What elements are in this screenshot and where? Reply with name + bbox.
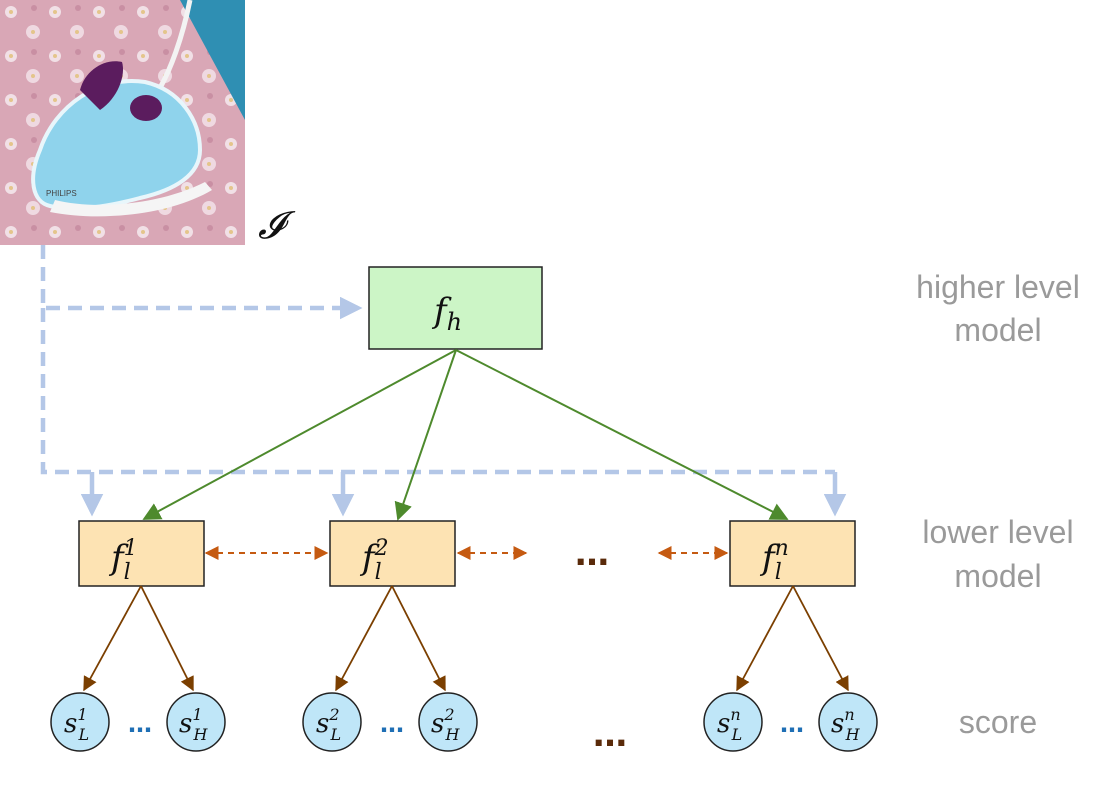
- brown-arrow-2-low: [335, 585, 393, 692]
- score-node-2-low: [302, 692, 362, 752]
- iron-dial: [130, 95, 162, 121]
- green-arrow-2: [394, 349, 457, 521]
- score-1-low-base: s: [64, 709, 77, 739]
- score-1-high-sub: H: [193, 725, 209, 744]
- score-node-1-low: [50, 692, 110, 752]
- score-node-2-high: [418, 692, 478, 752]
- input-to-higher-arrow: [40, 245, 363, 320]
- lower-level-label-line-1: lower level: [922, 514, 1073, 550]
- photo-brand-text: PHILIPS: [46, 189, 77, 198]
- lower-peer-arrows: …: [204, 534, 729, 574]
- lower-level-label-line-2: model: [954, 558, 1041, 594]
- iron-handle: [80, 61, 124, 110]
- score-2-low-sup: 2: [328, 705, 339, 724]
- brown-arrow-1-high: [140, 585, 194, 692]
- score-middle-ellipsis: …: [593, 715, 627, 755]
- brown-arrow-1-low: [83, 585, 142, 692]
- level-labels: higher level model lower level model sco…: [916, 269, 1080, 740]
- score-label: score: [959, 704, 1037, 740]
- lower-box-2-rect: [329, 520, 456, 587]
- iron-soleplate: [50, 182, 212, 217]
- score-2-ellipsis: …: [380, 710, 404, 738]
- score-2-high-sup: 2: [443, 705, 454, 724]
- score-n-ellipsis: …: [780, 710, 804, 738]
- lower-box-2-sub: l: [375, 560, 382, 585]
- score-n-high-sup: n: [844, 705, 854, 724]
- green-arrow-1: [142, 349, 457, 520]
- higher-level-label-line-2: model: [954, 312, 1041, 348]
- lower-box-1-rect: [78, 520, 205, 587]
- input-photo: PHILIPS: [0, 0, 245, 245]
- higher-box-rect: [368, 266, 543, 350]
- score-1-high-sup: 1: [192, 705, 202, 724]
- brown-arrow-2-high: [391, 585, 446, 692]
- score-1-low-sub: L: [78, 725, 90, 744]
- lower-box-2-sup: 2: [374, 536, 389, 561]
- green-arrow-n: [455, 349, 789, 520]
- score-2-low-base: s: [316, 709, 329, 739]
- iron-cord: [157, 0, 193, 90]
- score-1-ellipsis: …: [128, 710, 152, 738]
- input-bus-line: [40, 308, 835, 475]
- score-node-n-high: [818, 692, 878, 752]
- higher-box-sub: h: [447, 308, 462, 336]
- score-n-low-sup: n: [730, 705, 740, 724]
- score-n-high-base: s: [831, 709, 844, 739]
- photo-background-blue: [180, 0, 245, 120]
- score-2-high-base: s: [431, 709, 444, 739]
- score-node-n-low: [703, 692, 763, 752]
- brown-arrow-n-low: [736, 585, 794, 692]
- score-n-low-sub: L: [731, 725, 743, 744]
- lower-box-n-sup: n: [775, 536, 789, 561]
- score-1-high-base: s: [179, 709, 192, 739]
- lower-to-score-arrows: [83, 585, 849, 692]
- brown-arrow-n-high: [792, 585, 849, 692]
- score-node-1-high: [166, 692, 226, 752]
- lower-box-n-sub: l: [775, 560, 782, 585]
- score-2-low-sub: L: [330, 725, 342, 744]
- higher-model-box: fh: [368, 266, 543, 350]
- lower-box-n-rect: [729, 520, 856, 587]
- lower-middle-ellipsis: …: [575, 534, 609, 574]
- input-symbol: 𝓘: [258, 203, 296, 247]
- score-n-low-base: s: [717, 709, 730, 739]
- score-n-high-sub: H: [845, 725, 861, 744]
- score-2-high-sub: H: [445, 725, 461, 744]
- score-1-low-sup: 1: [77, 705, 87, 724]
- lower-box-1-sup: 1: [124, 536, 138, 561]
- lower-box-1-sub: l: [124, 560, 131, 585]
- higher-to-lower-arrows: [142, 349, 789, 521]
- higher-level-label-line-1: higher level: [916, 269, 1080, 305]
- input-connections: [40, 245, 847, 517]
